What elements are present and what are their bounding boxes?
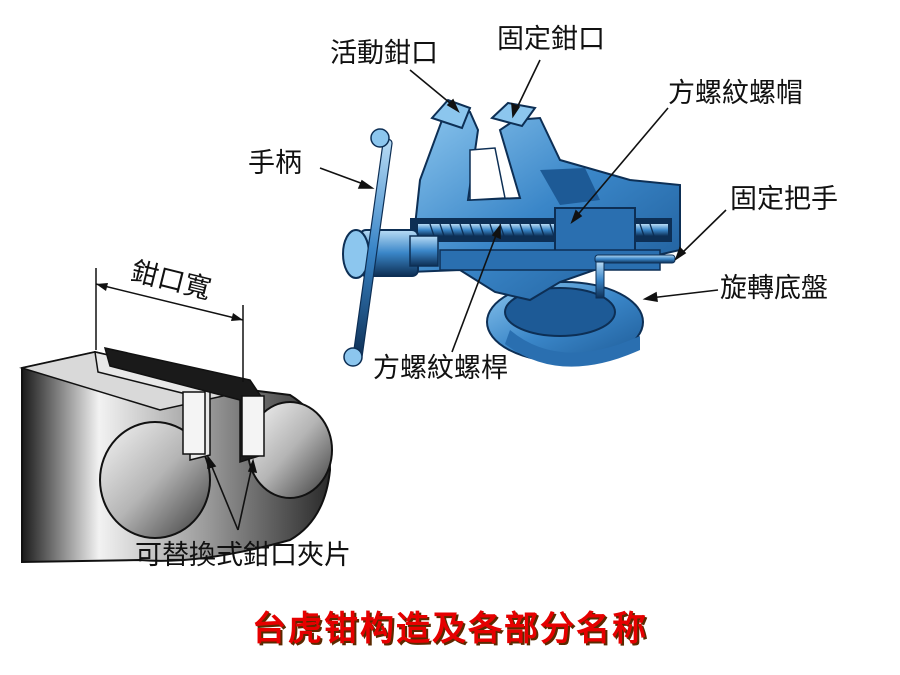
right-jaw-plate [103, 346, 263, 464]
label-fixed-jaw: 固定鉗口 [497, 24, 605, 55]
page-title: 台虎钳构造及各部分名称 [252, 609, 648, 649]
swivel-base-arrow [642, 291, 658, 302]
vise-body [408, 111, 681, 302]
jaw-width-illustration [19, 268, 333, 564]
label-handle: 手柄 [248, 148, 302, 179]
fixed-grip-shape [594, 254, 676, 264]
label-square-thread-screw: 方螺紋螺桿 [373, 353, 508, 384]
jaw-plate-arrow-right [247, 458, 258, 473]
jaw-width-dimension-line [95, 283, 244, 321]
fixed-grip-arrow [674, 246, 687, 262]
bench-vise-illustration [342, 98, 681, 367]
jaw-plate-arrow-left [207, 454, 217, 470]
label-fixed-grip: 固定把手 [730, 184, 838, 215]
label-replaceable-jaw-plates: 可替換式鉗口夾片 [135, 540, 351, 571]
fixed-jaw-arrow [511, 102, 521, 119]
square-thread-nut-arrow [570, 209, 583, 225]
handle-arrow [357, 179, 375, 189]
movable-jaw-shape [430, 98, 472, 130]
label-square-thread-nut: 方螺紋螺帽 [668, 78, 803, 109]
movable-jaw-arrow [446, 98, 460, 114]
label-movable-jaw: 活動鉗口 [330, 38, 438, 69]
label-swivel-base: 旋轉底盤 [720, 273, 828, 304]
square-thread-screw-arrow [491, 223, 501, 240]
leader-lines [207, 59, 727, 531]
square-thread-nut-shape [554, 207, 636, 257]
